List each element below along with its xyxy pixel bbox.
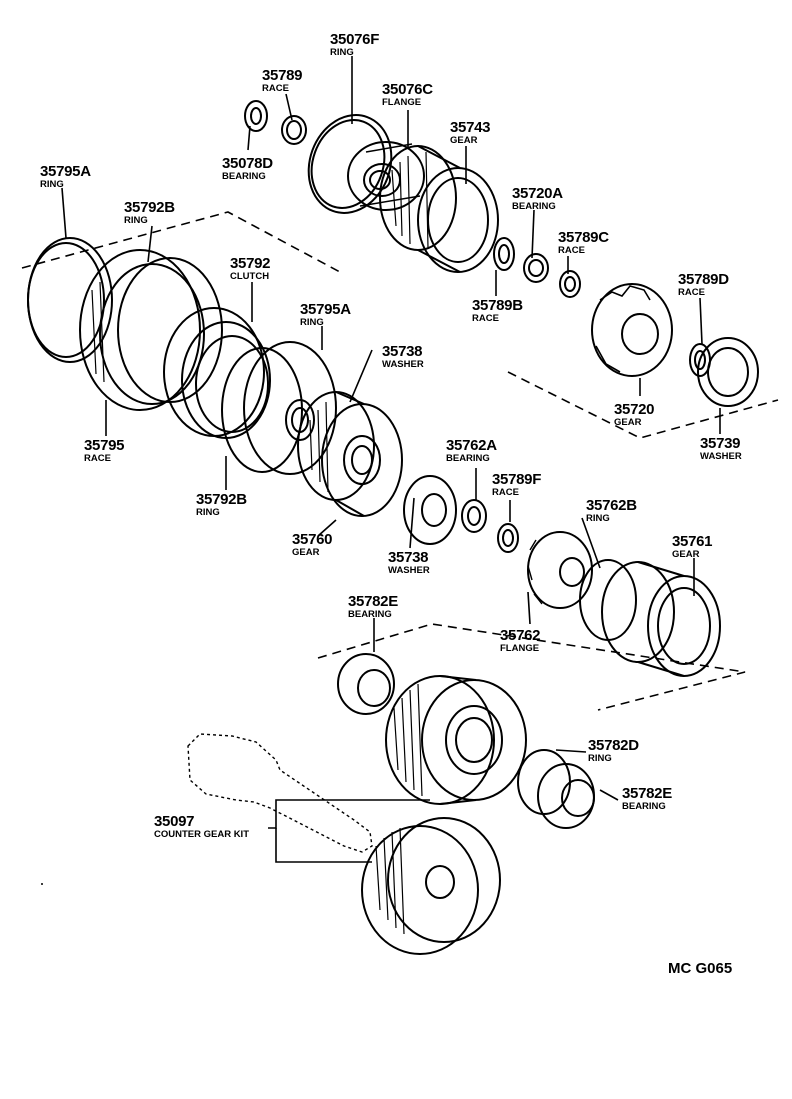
race-35795: [80, 250, 204, 410]
stray-dot: [41, 883, 43, 885]
bearing-35720a: [524, 254, 548, 282]
bearing-35782e-lower: [538, 764, 594, 828]
gear-35720: [592, 284, 672, 376]
frame-lower-assembly: [318, 624, 745, 710]
frame-left-assembly: [22, 212, 340, 272]
frame-right-assembly: [508, 372, 778, 438]
counter-gear-large: [386, 676, 526, 804]
ring-35792b-upper: [118, 258, 222, 402]
clutch-35792: [164, 308, 270, 438]
gear-35761: [602, 562, 720, 676]
counter-gear-shaft: [188, 734, 372, 852]
assembly-frames: [22, 212, 778, 710]
race-35789: [282, 116, 306, 144]
ring-35792b-lower: [222, 348, 302, 472]
leader-lines: [62, 56, 720, 862]
counter-drive-gear: [362, 818, 500, 954]
gear-35743: [380, 146, 498, 272]
bearing-35782e-upper: [338, 654, 394, 714]
flange-35762: [528, 532, 592, 608]
ring-35076f: [295, 103, 404, 224]
bearing-35762a: [462, 500, 486, 532]
washer-35738-lower: [404, 476, 456, 544]
diagram-code: MC G065: [668, 960, 733, 977]
race-35789b: [494, 238, 514, 270]
flange-35076c: [348, 142, 424, 210]
washer-35739: [698, 338, 758, 406]
race-35789f: [498, 524, 518, 552]
ring-35795a-outer: [28, 238, 112, 362]
ring-35795a-inner: [244, 342, 336, 474]
race-35789c: [560, 271, 580, 297]
bearing-35078d: [245, 101, 267, 131]
gear-35760: [298, 392, 402, 516]
ring-35762b: [580, 560, 636, 640]
